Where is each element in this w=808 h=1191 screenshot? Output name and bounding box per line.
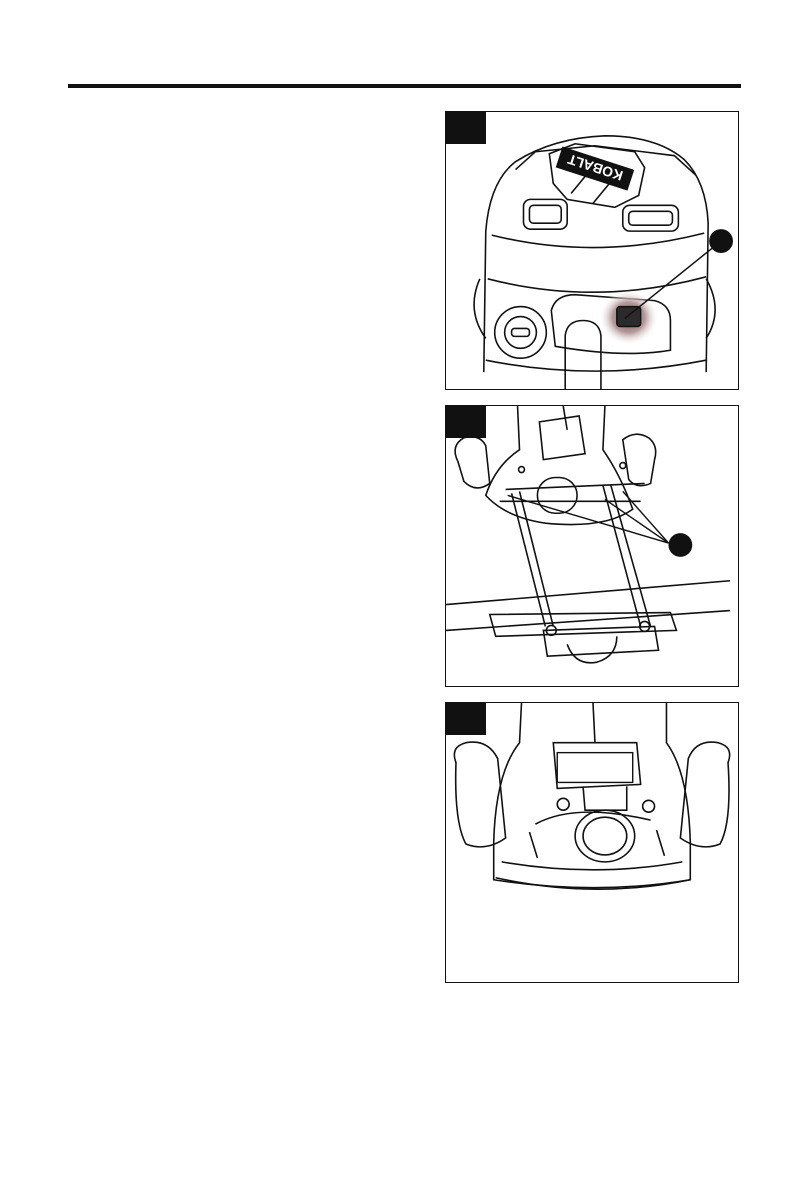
led-light-icon: [617, 307, 641, 327]
figure-number-tab: [446, 703, 486, 735]
callout-marker: [668, 533, 692, 557]
figure-number-tab: [446, 112, 486, 144]
dust-port-illustration: [446, 703, 738, 982]
figure-number-tab: [446, 406, 486, 438]
callout-marker: [709, 229, 733, 253]
header-rule: [68, 84, 741, 88]
callout-line: [625, 245, 716, 318]
figure-motor-light: KOBALT: [445, 111, 739, 390]
figure-edge-guide: [445, 405, 739, 687]
callout-lines: [508, 491, 669, 543]
edge-guide-illustration: [446, 406, 738, 686]
router-motor-illustration: KOBALT: [446, 112, 738, 389]
figure-dust-port: [445, 702, 739, 983]
